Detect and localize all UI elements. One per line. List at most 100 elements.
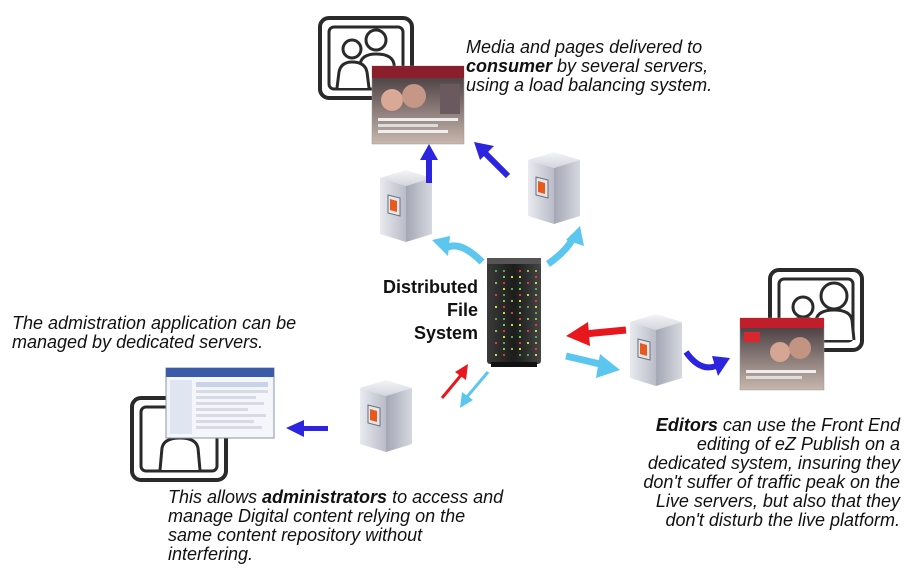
- rack-led: [535, 324, 537, 326]
- administrators-caption-line-1-pre: This allows: [168, 487, 263, 507]
- editors-keyword: Editors: [655, 415, 718, 435]
- rack-led: [535, 336, 537, 338]
- server-upper-right: [528, 152, 580, 224]
- rack-led: [527, 270, 529, 272]
- rack-led: [495, 294, 497, 296]
- editors-caption: Editors can use the Front End editing of…: [643, 416, 900, 530]
- rack-led: [503, 330, 505, 332]
- consumer-caption-line-2: consumer by several servers,: [466, 57, 712, 76]
- rack-led: [527, 318, 529, 320]
- rack-led: [527, 342, 529, 344]
- admin-caption-line-1: The admistration application can be: [12, 313, 297, 333]
- rack-led: [519, 342, 521, 344]
- arrow-dfs-to-server-upper-left: [432, 236, 485, 265]
- rack-led: [527, 294, 529, 296]
- administrators-caption-line-1: This allows administrators to access and: [168, 488, 503, 507]
- rack-led: [527, 306, 529, 308]
- rack-led: [519, 294, 521, 296]
- dfs-label-line-2: File: [446, 300, 478, 320]
- rack-led: [535, 294, 537, 296]
- editors-caption-line-4: don't suffer of traffic peak on the: [643, 472, 900, 492]
- rack-led: [519, 306, 521, 308]
- admin-caption: The admistration application can be mana…: [12, 314, 296, 352]
- arrow-dfs-to-server-upper-right: [545, 226, 584, 267]
- rack-led: [511, 324, 513, 326]
- rack-led: [495, 354, 497, 356]
- consumer-webpage-screenshot: [371, 65, 465, 160]
- distributed-file-system-rack: [487, 258, 541, 367]
- rack-led: [535, 342, 537, 344]
- rack-led: [519, 288, 521, 290]
- rack-led: [519, 354, 521, 356]
- editors-caption-line-2: editing of eZ Publish on a: [696, 434, 900, 454]
- rack-led: [535, 306, 537, 308]
- rack-led: [519, 330, 521, 332]
- rack-led: [495, 318, 497, 320]
- consumer-monitor-icon: [318, 16, 414, 100]
- dfs-label-line-3: System: [413, 323, 478, 343]
- rack-led: [535, 330, 537, 332]
- administrators-caption-line-1-post: to access and: [387, 487, 504, 507]
- administrators-caption: This allows administrators to access and…: [168, 488, 503, 564]
- rack-led: [503, 270, 505, 272]
- rack-led: [495, 342, 497, 344]
- editors-webpage-screenshot: [739, 317, 825, 404]
- rack-led: [503, 336, 505, 338]
- rack-led: [503, 306, 505, 308]
- rack-led: [535, 348, 537, 350]
- consumer-caption-line-3: using a load balancing system.: [466, 75, 713, 95]
- rack-led: [519, 270, 521, 272]
- editors-caption-line-6: don't disturb the live platform.: [665, 510, 900, 530]
- rack-led: [519, 336, 521, 338]
- rack-led: [535, 288, 537, 290]
- administrators-keyword: administrators: [262, 487, 388, 507]
- rack-led: [503, 312, 505, 314]
- rack-led: [511, 336, 513, 338]
- rack-led: [535, 282, 537, 284]
- admin-application-screenshot: [165, 367, 275, 439]
- rack-led: [495, 330, 497, 332]
- server-admin: [360, 380, 412, 452]
- rack-led: [503, 300, 505, 302]
- arrow-admin-server-to-screen: [286, 420, 328, 437]
- rack-led: [519, 318, 521, 320]
- rack-led: [495, 270, 497, 272]
- rack-led: [503, 276, 505, 278]
- rack-led: [519, 324, 521, 326]
- editors-caption-line-3: dedicated system, insuring they: [647, 453, 900, 473]
- consumer-keyword: consumer: [466, 56, 553, 76]
- dfs-label-line-1: Distributed: [382, 277, 478, 297]
- rack-led: [503, 282, 505, 284]
- rack-led: [511, 288, 513, 290]
- rack-led: [535, 276, 537, 278]
- rack-led: [527, 354, 529, 356]
- rack-led: [503, 288, 505, 290]
- rack-led: [495, 306, 497, 308]
- administrators-caption-line-3: same content repository without: [168, 525, 423, 545]
- rack-led: [519, 282, 521, 284]
- rack-led: [511, 348, 513, 350]
- rack-led: [503, 348, 505, 350]
- rack-led: [519, 276, 521, 278]
- consumer-caption: Media and pages delivered to consumer by…: [466, 38, 712, 95]
- arrow-server-to-consumer-left: [420, 144, 438, 183]
- rack-led: [503, 324, 505, 326]
- rack-led: [519, 312, 521, 314]
- consumer-caption-line-1: Media and pages delivered to: [466, 37, 703, 57]
- rack-led: [503, 318, 505, 320]
- rack-led: [535, 300, 537, 302]
- rack-led: [519, 348, 521, 350]
- administrators-caption-line-4: interfering.: [168, 544, 254, 564]
- dfs-label: Distributed File System: [356, 276, 478, 345]
- server-editors: [630, 314, 682, 386]
- arrow-server-to-consumer-right: [474, 142, 511, 179]
- rack-led: [535, 318, 537, 320]
- server-upper-left: [380, 170, 432, 242]
- rack-led: [511, 300, 513, 302]
- rack-led: [527, 282, 529, 284]
- rack-led: [495, 282, 497, 284]
- rack-led: [535, 354, 537, 356]
- rack-led: [535, 270, 537, 272]
- rack-led: [503, 294, 505, 296]
